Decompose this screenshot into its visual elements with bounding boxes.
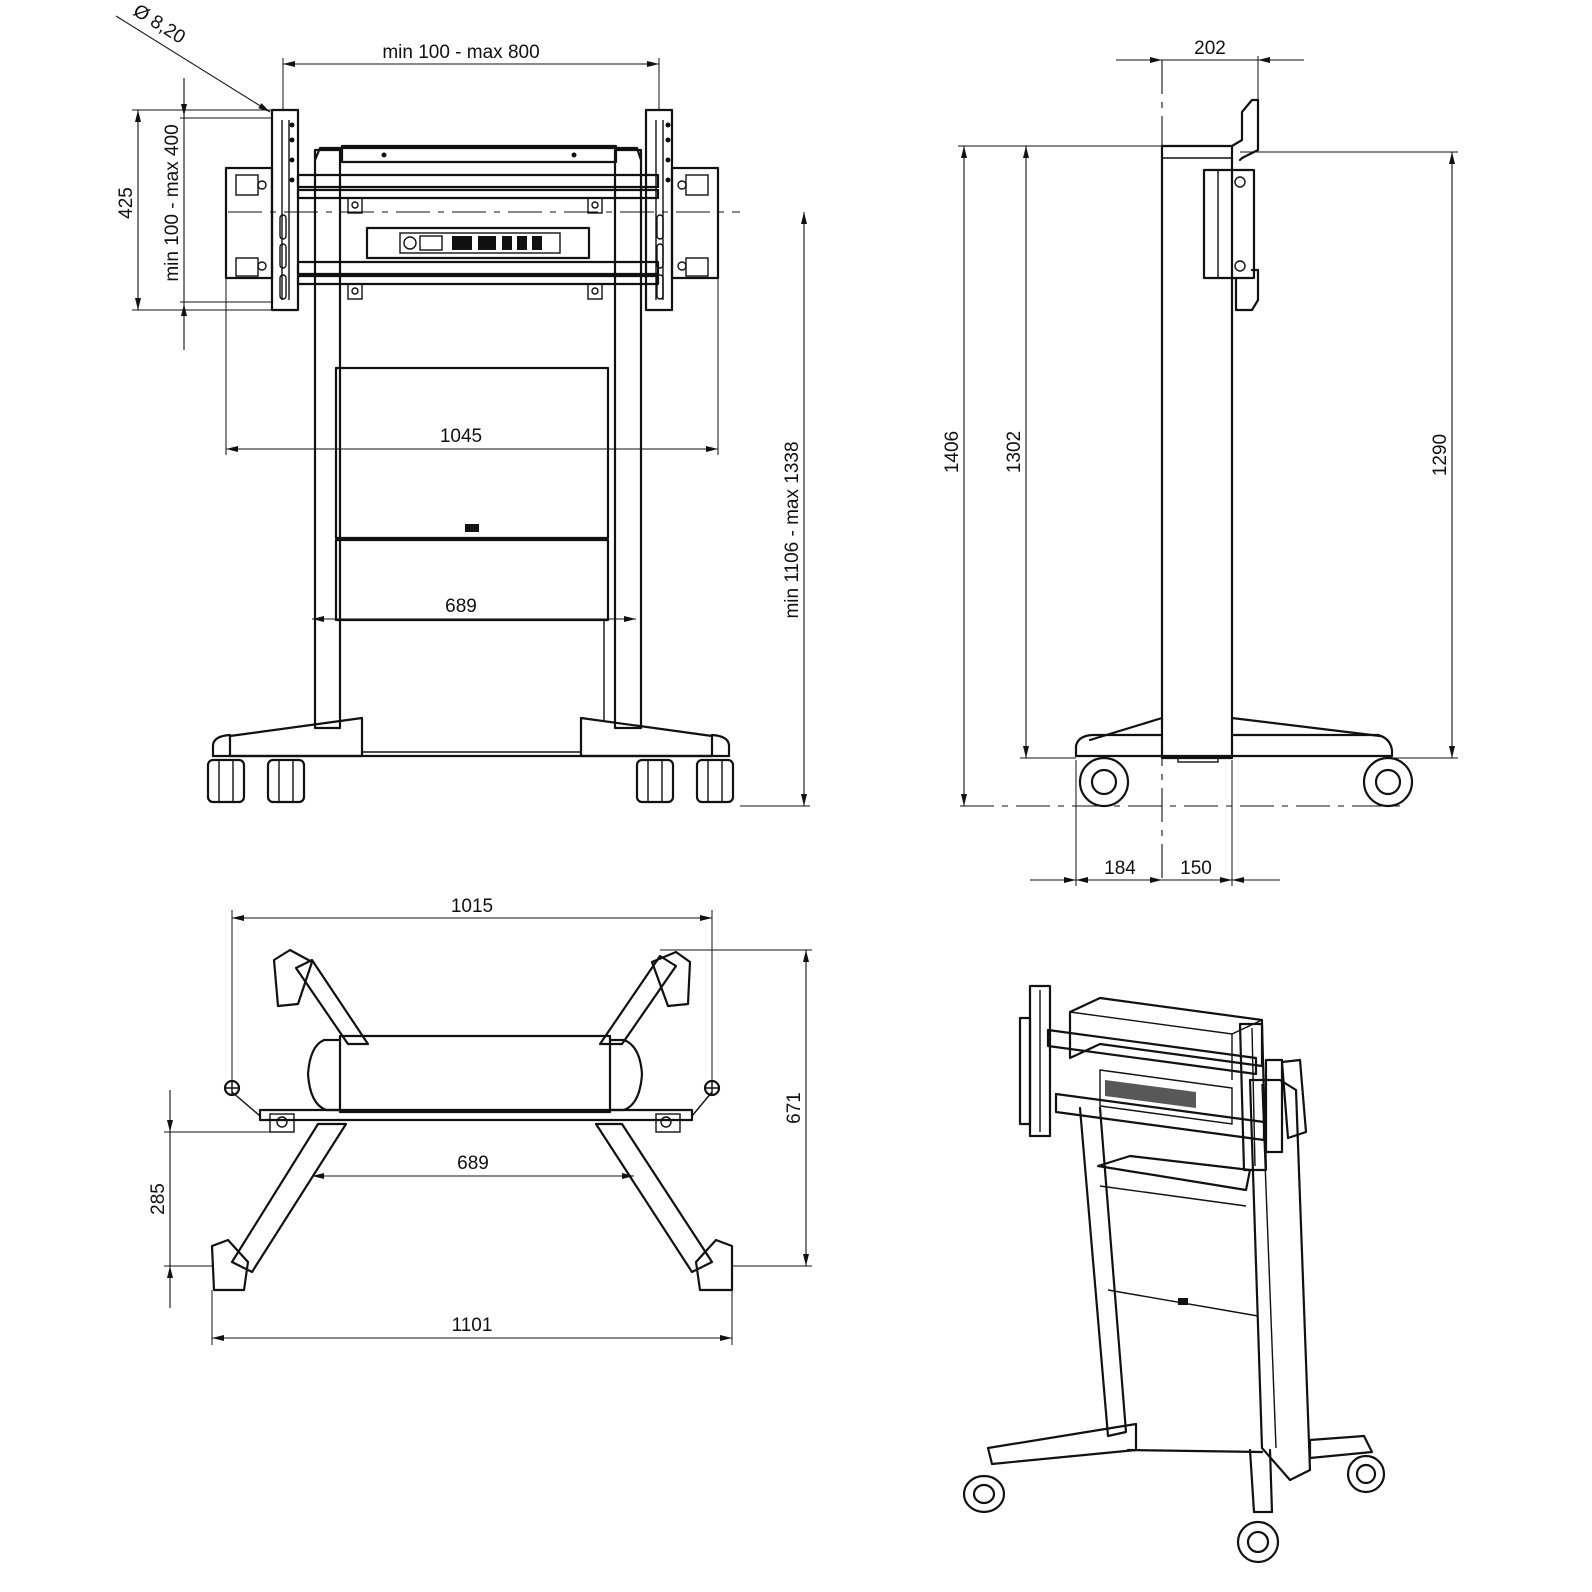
column-spacing-top-label: 689 <box>457 1153 489 1174</box>
total-height-label: 1406 <box>942 431 963 473</box>
column-height-label: 1302 <box>1004 431 1025 473</box>
mount-height-label: min 1106 - max 1338 <box>782 441 803 618</box>
front-view: min 100 - max 800 Ø 8,20 425 min 100 - m… <box>115 0 810 807</box>
vesa-height-label: min 100 - max 400 <box>162 124 183 281</box>
isometric-view <box>962 984 1386 1564</box>
bracket-center-height-label: 1290 <box>1430 434 1451 476</box>
side-view: 202 1406 1302 1290 184 150 <box>942 38 1458 886</box>
base-front-label: 184 <box>1104 858 1136 879</box>
frame-width-label: 1045 <box>440 426 482 447</box>
vesa-width-label: min 100 - max 800 <box>382 42 539 63</box>
base-width-inner-label: 1015 <box>451 896 493 917</box>
column-spacing-front-label: 689 <box>445 596 477 617</box>
base-rear-label: 150 <box>1180 858 1212 879</box>
bracket-depth-label: 202 <box>1194 38 1226 59</box>
bracket-height-label: 425 <box>116 187 137 219</box>
depth-label: 671 <box>784 1092 805 1124</box>
hole-diameter-label: Ø 8,20 <box>129 0 189 48</box>
top-view: 1015 671 689 285 1101 <box>148 896 812 1345</box>
front-offset-label: 285 <box>148 1183 169 1215</box>
base-width-outer-label: 1101 <box>452 1315 493 1336</box>
